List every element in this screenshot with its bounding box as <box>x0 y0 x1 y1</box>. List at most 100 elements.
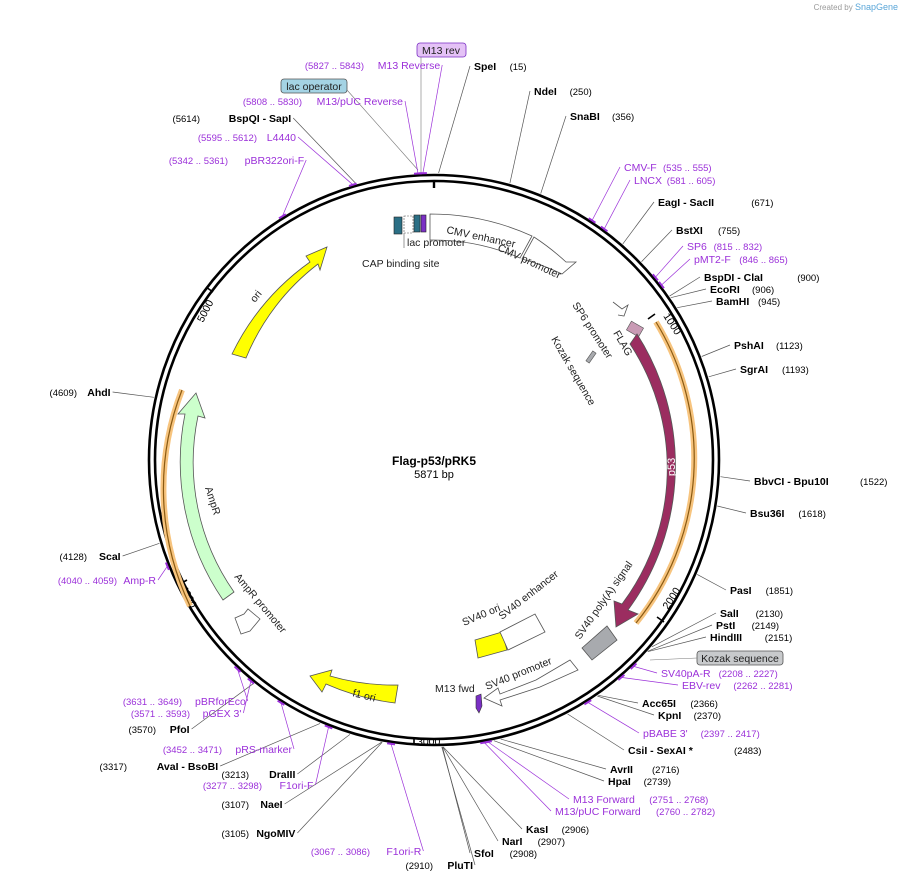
primer-ebv-rev[interactable]: EBV-rev(2262 .. 2281) <box>617 674 793 692</box>
enzyme-scai[interactable]: ScaI(4128) <box>60 542 160 563</box>
enzyme-sali[interactable]: SalI(2130) <box>651 608 783 648</box>
enzyme-bspdi-clai[interactable]: BspDI - ClaI(900) <box>669 272 820 297</box>
m13-fwd-feature[interactable] <box>475 693 483 714</box>
leader-line <box>567 713 625 751</box>
enzyme-sfoi[interactable]: SfoI(2908) <box>442 746 537 860</box>
enzyme-ngomiv[interactable]: NgoMIV(3105) <box>222 742 383 840</box>
enzyme-csii-sexai-[interactable]: CsiI - SexAI *(2483) <box>567 713 762 757</box>
site-position: (3277 .. 3298) <box>203 781 262 792</box>
enzyme-ecori[interactable]: EcoRI(906) <box>670 284 774 299</box>
primer-site-mark <box>480 740 489 745</box>
plasmid-name: Flag-p53/pRK5 <box>392 454 476 468</box>
enzyme-sgrai[interactable]: SgrAI(1193) <box>708 364 809 378</box>
primer-pbr322ori-f[interactable]: pBR322ori-F(5342 .. 5361) <box>169 155 307 220</box>
enzyme-naei[interactable]: NaeI(3107) <box>222 741 382 811</box>
primer-amp-r[interactable]: Amp-R(4040 .. 4059) <box>58 562 170 588</box>
enzyme-nari[interactable]: NarI(2907) <box>442 746 565 848</box>
primer-m13-puc-forward[interactable]: M13/pUC Forward(2760 .. 2782) <box>480 740 715 818</box>
enzyme-avai-bsobi[interactable]: AvaI - BsoBI(3317) <box>100 723 321 773</box>
cmv-enhancer-feature[interactable] <box>429 213 533 259</box>
sv40-ori-feature[interactable] <box>474 631 508 659</box>
primer-f1ori-r[interactable]: F1ori-R(3067 .. 3086) <box>311 742 424 858</box>
p53-feature[interactable] <box>613 333 676 628</box>
enzyme-bsu36i[interactable]: Bsu36I(1618) <box>717 505 826 520</box>
lac-operator-box[interactable]: lac operator <box>280 78 419 171</box>
enzyme-psti[interactable]: PstI(2149) <box>647 620 779 652</box>
site-position: (3107) <box>222 800 249 811</box>
site-name: SpeI <box>474 61 496 73</box>
site-position: (3452 .. 3471) <box>163 745 222 756</box>
leader-line <box>220 723 321 767</box>
sp6-promoter-feature[interactable] <box>612 301 629 317</box>
enzyme-bspqi-sapi[interactable]: BspQI - SapI(5614) <box>173 113 357 185</box>
site-name: LNCX <box>634 175 662 187</box>
site-position: (250) <box>570 87 592 98</box>
primer-f1ori-f[interactable]: F1ori-F(3277 .. 3298) <box>203 724 333 793</box>
leader-line <box>297 136 354 185</box>
primer-pgex-3-[interactable]: pGEX 3'(3571 .. 3593) <box>131 677 255 721</box>
leader-line <box>237 669 249 702</box>
enzyme-acc65i[interactable]: Acc65I(2366) <box>598 694 718 710</box>
sv40-polya-feature[interactable] <box>581 625 618 661</box>
leader-line <box>655 245 684 278</box>
site-name: NarI <box>502 836 523 848</box>
enzyme-pfoi[interactable]: PfoI(3570) <box>129 683 254 736</box>
ampr-label: AmpR <box>202 485 223 517</box>
enzyme-kasi[interactable]: KasI(2906) <box>442 746 589 836</box>
primer-m13-reverse[interactable]: M13 Reverse(5827 .. 5843) <box>305 60 443 175</box>
cmv-promoter-feature[interactable] <box>521 236 578 275</box>
tick-3000: 3000 <box>413 736 441 748</box>
enzyme-kpni[interactable]: KpnI(2370) <box>597 695 721 722</box>
plasmid-length: 5871 bp <box>414 469 454 481</box>
kozak-box[interactable]: Kozak sequence <box>649 650 784 666</box>
m13rev-feature[interactable] <box>420 214 427 233</box>
leader-line <box>422 64 443 174</box>
f1-ori-feature[interactable] <box>309 669 399 704</box>
ori-feature[interactable] <box>231 246 328 359</box>
enzyme-pasi[interactable]: PasI(1851) <box>697 574 793 597</box>
enzyme-spei[interactable]: SpeI(15) <box>438 61 527 174</box>
cap-site-feature[interactable] <box>393 216 403 235</box>
leader-line <box>484 742 552 812</box>
primer-lncx[interactable]: LNCX(581 .. 605) <box>600 175 715 233</box>
primer-sp6[interactable]: SP6(815 .. 832) <box>652 241 762 282</box>
primer-cmv-f[interactable]: CMV-F(535 .. 555) <box>588 162 712 224</box>
sv40-promoter-feature[interactable] <box>483 659 579 707</box>
enzyme-bstxi[interactable]: BstXI(755) <box>641 225 741 262</box>
leader-line <box>598 694 639 704</box>
enzyme-avrii[interactable]: AvrII(2716) <box>500 738 680 776</box>
primer-l4440[interactable]: L4440(5595 .. 5612) <box>198 132 357 187</box>
ampr-feature[interactable] <box>177 392 235 601</box>
lac-operator-feature[interactable] <box>413 214 421 233</box>
m13-rev-box[interactable]: M13 rev <box>416 42 467 173</box>
flag-feature[interactable] <box>626 320 644 338</box>
leader-line <box>661 258 691 286</box>
primer-sv40pa-r[interactable]: SV40pA-R(2208 .. 2227) <box>630 662 778 681</box>
enzyme-snabi[interactable]: SnaBI(356) <box>540 111 634 194</box>
primer-site-mark <box>588 217 596 224</box>
enzyme-bbvci-bpu10i[interactable]: BbvCI - Bpu10I(1522) <box>720 476 888 488</box>
enzyme-eagi-sacii[interactable]: EagI - SacII(671) <box>622 197 774 245</box>
enzyme-draiii[interactable]: DraIII(3213) <box>222 734 351 781</box>
enzyme-ahdi[interactable]: AhdI(4609) <box>50 387 154 399</box>
primer-pmt2-f[interactable]: pMT2-F(846 .. 865) <box>658 254 788 289</box>
enzyme-pshai[interactable]: PshAI(1123) <box>701 340 803 357</box>
enzyme-pluti[interactable]: PluTI(2910) <box>406 746 476 872</box>
primer-pbabe-3-[interactable]: pBABE 3'(2397 .. 2417) <box>583 699 760 740</box>
leader-line <box>677 300 713 309</box>
lac-promoter-feature[interactable] <box>403 215 414 234</box>
leader-line <box>122 542 160 557</box>
primer-m13-puc-reverse[interactable]: M13/pUC Reverse(5808 .. 5830) <box>243 96 423 175</box>
kozak-feature[interactable] <box>585 350 597 364</box>
enzyme-hpai[interactable]: HpaI(2739) <box>493 740 671 788</box>
primer-pbrforeco[interactable]: pBRforEco(3631 .. 3649) <box>123 665 249 709</box>
ampr-promoter-feature[interactable] <box>234 608 261 635</box>
enzyme-ndei[interactable]: NdeI(250) <box>509 86 592 184</box>
sv40-enhancer-feature[interactable] <box>499 613 546 651</box>
leader-line <box>297 734 351 775</box>
site-position: (2149) <box>752 621 779 632</box>
enzyme-bamhi[interactable]: BamHI(945) <box>677 296 780 309</box>
enzyme-hindiii[interactable]: HindIII(2151) <box>647 632 793 653</box>
primer-prs-marker[interactable]: pRS-marker(3452 .. 3471) <box>163 699 295 756</box>
